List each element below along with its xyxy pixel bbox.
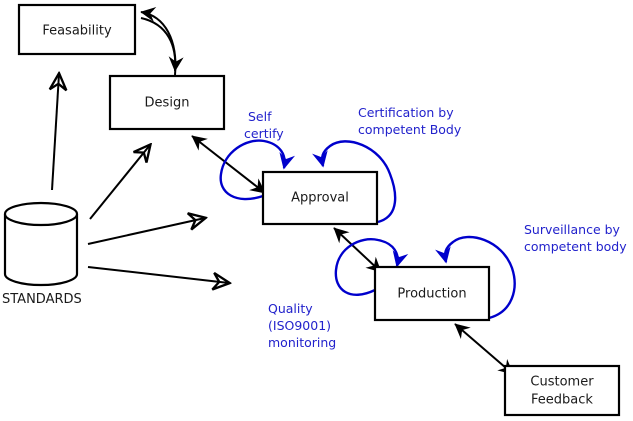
node-production[interactable]: Production [373,265,491,322]
feasability-label: Feasability [42,24,112,39]
loop-surveillance-competent-body [435,235,516,320]
self-certify-line-1: Self [248,109,272,124]
node-standards[interactable]: STANDARDS [2,201,82,307]
flow-feasability-to-design [140,17,184,72]
node-design[interactable]: Design [108,74,226,131]
node-approval[interactable]: Approval [261,170,379,226]
certification-line-2: competent Body [358,122,462,137]
customer-feedback-box [503,364,621,417]
quality-line-3: monitoring [268,335,336,350]
standards-cylinder-body [3,214,79,287]
flow-production-customer-feedback [454,323,514,375]
approval-box [261,170,379,226]
certification-line-1: Certification by [358,105,454,120]
flow-standards-to-design [89,145,150,220]
loop-quality-monitoring [334,238,409,296]
annotation-quality-monitoring: Quality (ISO9001) monitoring [268,301,336,350]
loop-certification-competent-body [312,140,397,224]
surveillance-line-2: competent body [524,239,627,254]
self-certify-line-2: certify [244,126,284,141]
surveillance-line-1: Surveillance by [524,222,621,237]
standards-cylinder-top [3,201,79,227]
production-box [373,265,491,322]
standards-label: STANDARDS [2,292,82,307]
flow-standards-to-feasability [52,74,59,191]
node-feasability[interactable]: Feasability [17,3,137,56]
feasability-box [17,3,137,56]
flow-design-approval [191,135,266,194]
flow-standards-to-approval [87,218,205,245]
quality-line-2: (ISO9001) [268,318,331,333]
node-customer-feedback[interactable]: Customer Feedback [503,364,621,417]
annotation-self-certify: Self certify [244,109,284,141]
flow-approval-production [333,227,382,273]
quality-line-1: Quality [268,301,313,316]
customer-feedback-label-line2: Feedback [531,393,593,408]
design-box [108,74,226,131]
flow-design-to-feasability [140,6,177,76]
design-label: Design [145,96,190,111]
annotation-surveillance-competent-body: Surveillance by competent body [524,222,627,254]
customer-feedback-label-line1: Customer [530,375,594,390]
annotation-certification-competent-body: Certification by competent Body [358,105,462,137]
flow-standards-to-production [87,266,229,283]
loop-self-certify [219,139,296,201]
production-label: Production [397,287,466,302]
approval-label: Approval [291,191,349,206]
